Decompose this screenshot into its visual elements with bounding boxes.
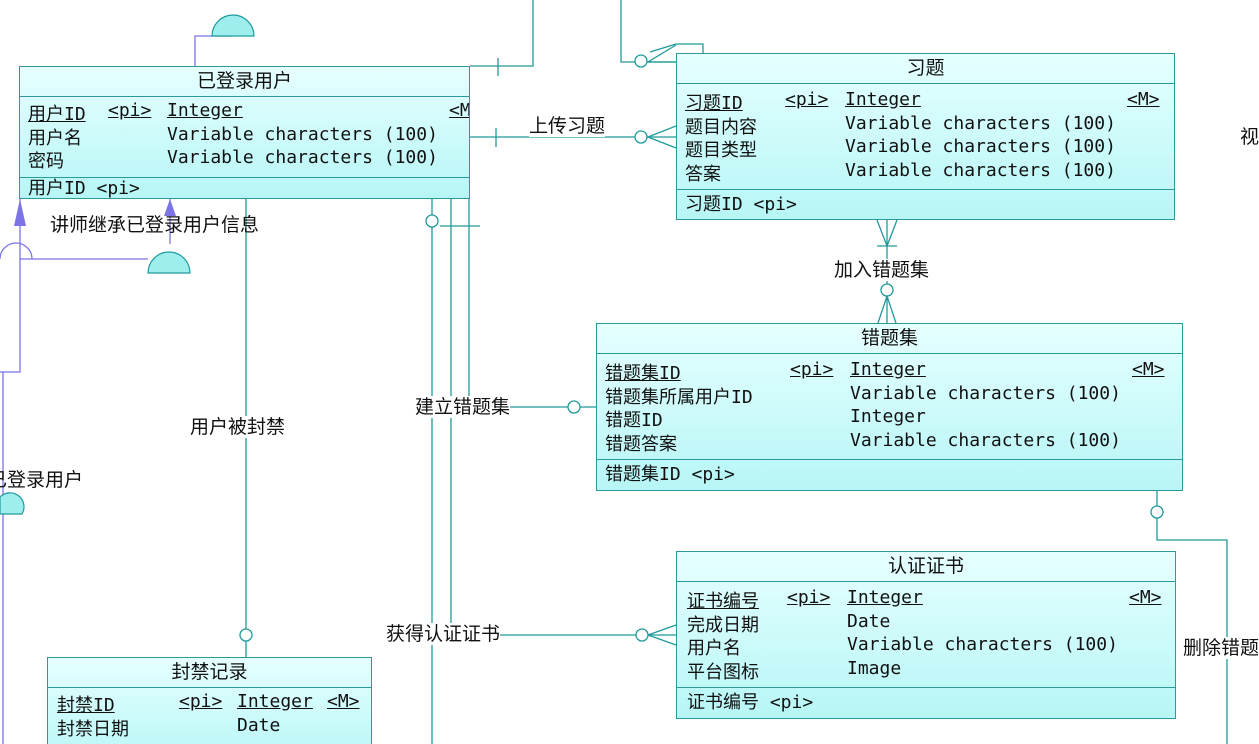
attr-row: 答案 Variable characters (100) [685,160,1116,186]
inherit-left [0,259,21,744]
entity-logged-user[interactable]: 已登录用户 用户ID <pi> Integer <M> 用户名 Variable… [19,66,470,199]
link-top-exercise [620,0,676,63]
entity-title: 认证证书 [677,552,1175,582]
entity-exercise[interactable]: 习题 习题ID <pi> Integer <M> 题目内容 Variable c… [676,53,1175,220]
attr-row: 完成日期 Date [687,610,891,636]
identifier-row: 错题集ID <pi> [605,464,735,485]
rel-label-delete-wrong: 删除错题 [1183,637,1259,659]
attr-row: 错题答案 Variable characters (100) [605,430,1121,456]
inherit-half-top [211,14,255,37]
attr-row: 密码 Variable characters (100) [28,147,438,173]
entity-ban-record[interactable]: 封禁记录 封禁ID <pi> Integer <M> 封禁日期 Date [47,657,372,744]
entity-title: 习题 [677,54,1174,84]
entity-wrong-set[interactable]: 错题集 错题集ID <pi> Integer <M> 错题集所属用户ID Var… [596,323,1183,491]
link-top-exercise-circle [634,54,648,68]
link-upload-crow [646,125,677,149]
link-bus-wrong [468,199,596,408]
attr-row: 用户名 Variable characters (100) [28,123,438,149]
rel-label-get-cert: 获得认证证书 [386,623,501,645]
rel-label-upload: 上传习题 [529,115,606,137]
entity-certificate[interactable]: 认证证书 证书编号 <pi> Integer <M> 完成日期 Date 用户名… [676,551,1176,719]
attr-row: 封禁日期 Date [57,714,281,740]
attr-row: 用户ID <pi> Integer <M> [28,100,470,125]
entity-title: 已登录用户 [20,67,469,97]
rel-label-add-wrong: 加入错题集 [834,259,930,281]
identifier-row: 习题ID <pi> [685,194,797,215]
entity-title: 封禁记录 [48,658,371,688]
attr-row: 题目类型 Variable characters (100) [685,136,1116,162]
attr-row: 错题集ID <pi> Integer <M> [605,359,1165,384]
attr-row: 证书编号 <pi> Integer <M> [687,587,1162,612]
inherit-top [194,35,233,66]
identifier-row: 用户ID <pi> [28,178,140,199]
attr-row: 题目内容 Variable characters (100) [685,112,1116,138]
attr-row: 错题集所属用户ID Variable characters (100) [605,382,1121,408]
attr-row: 平台图标 Image [687,658,902,684]
inherit-half-left [0,492,25,515]
identifier-row: 证书编号 <pi> [687,692,814,713]
rel-label-right-edge: 视 [1240,126,1259,148]
link-top-left [470,0,534,67]
rel-label-left-inherit: 已登录用户 [0,469,84,491]
attr-row: 错题ID Integer [605,406,926,432]
inherit-half-teacher [147,251,191,274]
rel-label-teacher-inherit: 讲师继承已登录用户信息 [50,214,260,236]
attr-row: 习题ID <pi> Integer <M> [685,89,1160,114]
link-top-exercise-crow [645,44,677,63]
rel-label-banned: 用户被封禁 [190,416,286,438]
rel-label-create-wrong: 建立错题集 [415,396,511,418]
attr-row: 封禁ID <pi> Integer <M> [57,691,360,716]
entity-title: 错题集 [597,324,1182,354]
attr-row: 用户名 Variable characters (100) [687,634,1118,660]
